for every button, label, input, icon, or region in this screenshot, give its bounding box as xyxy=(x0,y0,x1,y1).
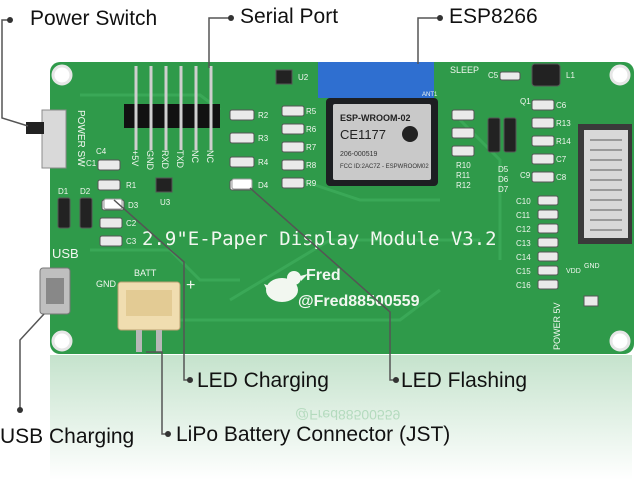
svg-text:C10: C10 xyxy=(516,197,531,206)
callout-dots xyxy=(7,15,443,437)
svg-text:C16: C16 xyxy=(516,281,531,290)
svg-text:R14: R14 xyxy=(556,137,571,146)
svg-text:D3: D3 xyxy=(128,201,139,210)
board-title: 2.9"E-Paper Display Module V3.2 xyxy=(142,228,497,250)
svg-text:D1: D1 xyxy=(58,187,69,196)
svg-text:GND: GND xyxy=(145,150,155,171)
svg-text:C7: C7 xyxy=(556,155,567,164)
module-fcc: 206-000519 xyxy=(340,151,377,158)
left-components xyxy=(57,159,173,247)
header-pin-labels: +5V GND RXD TXD NC NC xyxy=(130,150,215,171)
reflection-text: @Fred88500559 xyxy=(295,407,401,423)
svg-text:R3: R3 xyxy=(258,134,269,143)
svg-text:D2: D2 xyxy=(80,187,91,196)
svg-text:Q1: Q1 xyxy=(520,97,531,106)
jst-battery-connector xyxy=(117,281,181,352)
callout-led-flashing: LED Flashing xyxy=(401,369,528,392)
usb-port xyxy=(39,267,71,315)
callout-esp8266: ESP8266 xyxy=(449,5,538,28)
svg-text:C5: C5 xyxy=(488,71,499,80)
cap-column xyxy=(537,195,559,290)
vdd-label: VDD xyxy=(566,268,581,275)
sleep-label: SLEEP xyxy=(450,65,479,75)
antenna-label: ANT1 xyxy=(422,92,438,98)
svg-text:RXD: RXD xyxy=(160,150,170,170)
right-components xyxy=(451,63,561,183)
svg-text:L1: L1 xyxy=(566,71,575,80)
brand-handle: @Fred88500559 xyxy=(298,293,420,310)
callout-led-charging: LED Charging xyxy=(197,369,329,392)
brand-name: Fred xyxy=(306,267,341,284)
svg-text:R10: R10 xyxy=(456,161,471,170)
svg-text:R7: R7 xyxy=(306,143,317,152)
bird-icon xyxy=(264,271,308,302)
serial-port-header[interactable] xyxy=(124,66,220,150)
callout-power-switch: Power Switch xyxy=(30,7,158,30)
batt-label: BATT xyxy=(134,268,157,278)
power-sw-label: POWER SW xyxy=(75,110,86,167)
svg-text:R9: R9 xyxy=(306,179,317,188)
usb-label: USB xyxy=(52,246,79,261)
svg-text:NC: NC xyxy=(190,150,200,163)
mid-labels: R2 R3 R4 D4 U2 R5 R6 R7 R8 R9 xyxy=(258,73,317,190)
right-labels: R10 R11 R12 D5 D6 D7 Q1 C5 C6 R13 R14 C7… xyxy=(456,71,575,194)
board-reflection xyxy=(50,355,632,480)
svg-text:C14: C14 xyxy=(516,253,531,262)
svg-text:D6: D6 xyxy=(498,175,509,184)
svg-text:+5V: +5V xyxy=(130,150,140,166)
callout-serial-port: Serial Port xyxy=(240,5,339,28)
svg-text:R8: R8 xyxy=(306,161,317,170)
module-fcc-id: FCC ID:2AC7Z - ESPWROOM02 xyxy=(340,164,429,170)
svg-text:NC: NC xyxy=(205,150,215,163)
svg-text:R6: R6 xyxy=(306,125,317,134)
svg-text:C9: C9 xyxy=(520,171,531,180)
svg-text:U3: U3 xyxy=(160,198,171,207)
svg-text:R11: R11 xyxy=(456,171,471,180)
callout-usb-charging: USB Charging xyxy=(0,425,135,448)
led-charging xyxy=(103,198,123,210)
svg-text:C13: C13 xyxy=(516,239,531,248)
pad-component xyxy=(583,295,599,307)
mounting-holes xyxy=(51,64,631,352)
svg-text:C11: C11 xyxy=(516,211,531,220)
svg-text:C3: C3 xyxy=(126,237,137,246)
plus-label: + xyxy=(186,277,195,294)
svg-text:D4: D4 xyxy=(258,181,269,190)
svg-text:C15: C15 xyxy=(516,267,531,276)
gnd2-label: GND xyxy=(584,263,600,270)
svg-text:R4: R4 xyxy=(258,158,269,167)
svg-text:R5: R5 xyxy=(306,107,317,116)
fpc-connector xyxy=(578,124,632,244)
module-name: ESP-WROOM-02 xyxy=(340,113,411,123)
power-5v-label: POWER 5V xyxy=(552,302,562,350)
svg-text:C2: C2 xyxy=(126,219,137,228)
svg-text:C1: C1 xyxy=(86,159,97,168)
module-ce: CE1177 xyxy=(340,127,386,142)
callout-lipo-connector: LiPo Battery Connector (JST) xyxy=(176,423,451,446)
module-logo-icon xyxy=(402,126,418,142)
svg-text:C4: C4 xyxy=(96,147,107,156)
svg-text:R1: R1 xyxy=(126,181,137,190)
led-flashing xyxy=(231,178,253,190)
svg-text:R2: R2 xyxy=(258,111,269,120)
svg-text:TXD: TXD xyxy=(175,150,185,169)
svg-text:D7: D7 xyxy=(498,185,509,194)
svg-text:C12: C12 xyxy=(516,225,531,234)
esp8266-module xyxy=(318,62,438,186)
svg-text:C8: C8 xyxy=(556,173,567,182)
left-labels: C1 R1 D1 D2 D3 C2 C3 C4 U3 xyxy=(58,147,171,246)
svg-text:D5: D5 xyxy=(498,165,509,174)
svg-text:R13: R13 xyxy=(556,119,571,128)
power-switch[interactable] xyxy=(26,109,67,169)
cap-labels: C10 C11 C12 C13 C14 C15 C16 xyxy=(516,197,531,290)
svg-text:U2: U2 xyxy=(298,73,309,82)
gnd-label: GND xyxy=(96,279,117,289)
svg-text:R12: R12 xyxy=(456,181,471,190)
svg-text:C6: C6 xyxy=(556,101,567,110)
